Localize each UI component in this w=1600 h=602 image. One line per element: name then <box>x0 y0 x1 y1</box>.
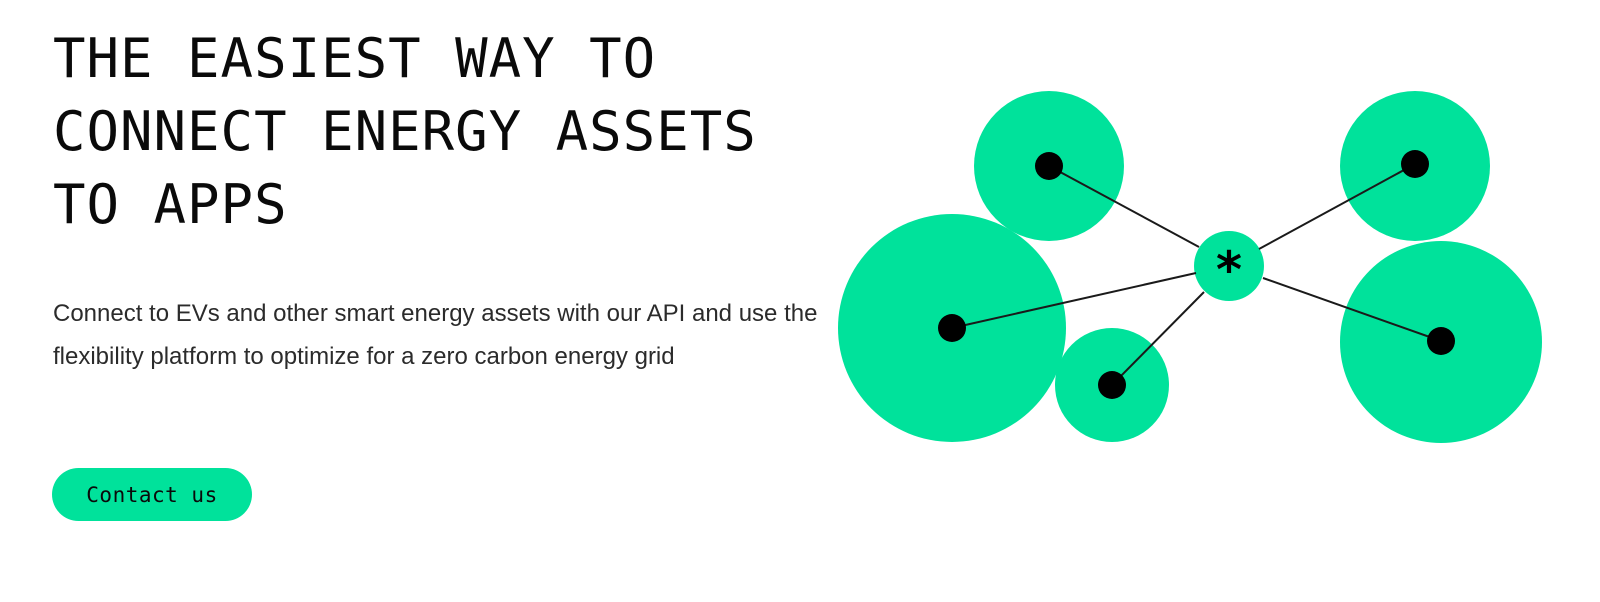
asset-dot <box>1035 152 1063 180</box>
connector-line <box>1258 163 1416 250</box>
headline-line-2: CONNECT ENERGY ASSETS <box>53 100 757 163</box>
connector-line <box>951 272 1197 329</box>
hub-asterisk-icon: * <box>1214 241 1244 299</box>
connector-line <box>1262 277 1442 342</box>
asset-dot <box>1427 327 1455 355</box>
asset-dot <box>938 314 966 342</box>
connector-line <box>1111 291 1205 386</box>
contact-us-button[interactable]: Contact us <box>52 468 252 521</box>
headline-line-3: TO APPS <box>53 173 288 236</box>
asset-dot <box>1098 371 1126 399</box>
asset-dot <box>1401 150 1429 178</box>
hero-subtext: Connect to EVs and other smart energy as… <box>53 300 818 370</box>
hub-circle <box>1194 231 1264 301</box>
headline-line-1: THE EASIEST WAY TO <box>53 27 657 90</box>
hero-headline: THE EASIEST WAY TO CONNECT ENERGY ASSETS… <box>53 22 873 241</box>
connector-line <box>1048 165 1200 248</box>
energy-network-illustration: * <box>838 91 1542 443</box>
